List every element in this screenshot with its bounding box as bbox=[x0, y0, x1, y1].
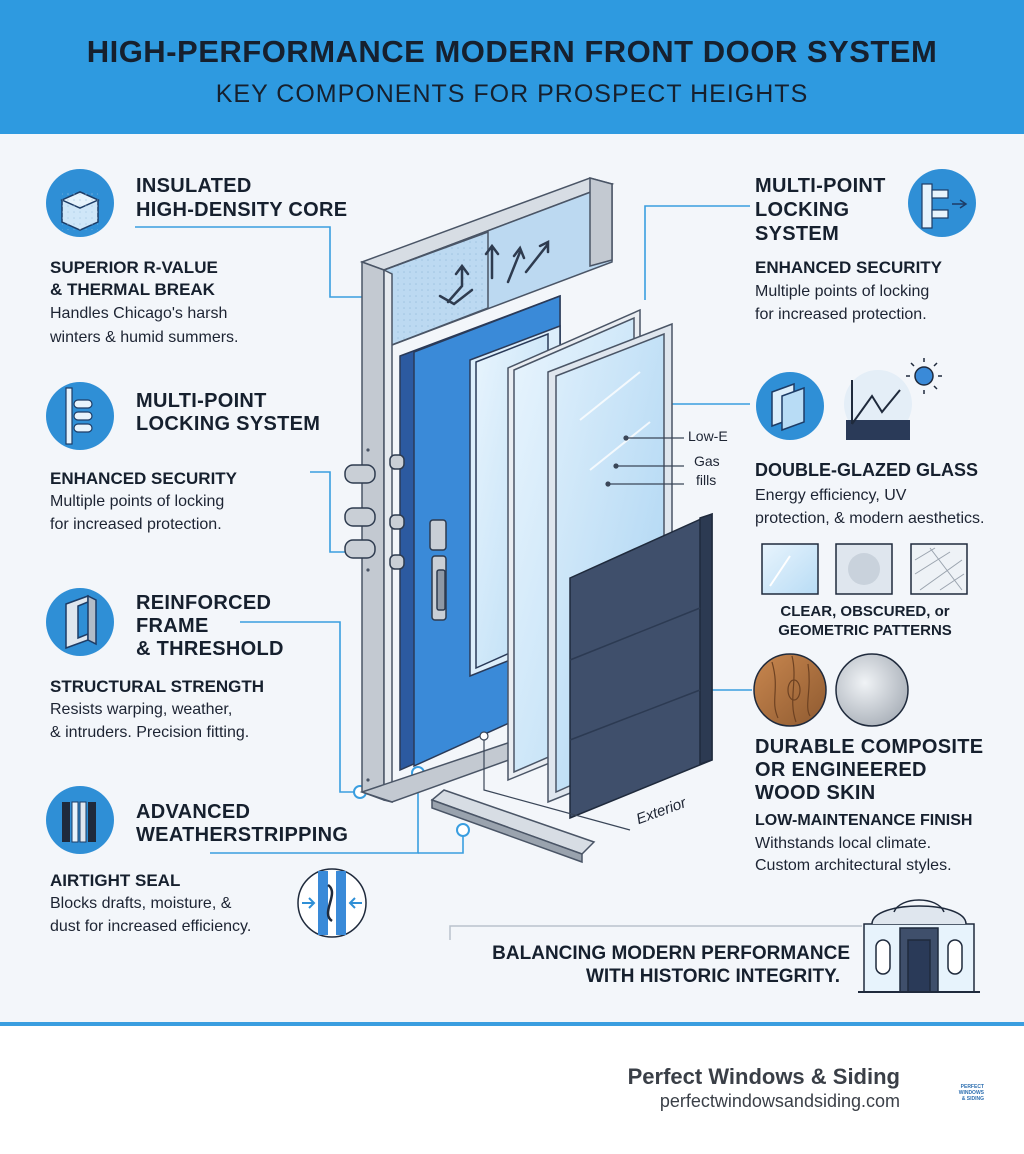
insulated-core-icon bbox=[46, 169, 114, 237]
tagline-line-1: BALANCING MODERN PERFORMANCE bbox=[492, 943, 850, 964]
obscured-glass-swatch bbox=[835, 543, 893, 595]
feature-subtitle-frame: STRUCTURAL STRENGTH bbox=[50, 677, 265, 696]
feature-desc-locking-2: for increased protection. bbox=[50, 516, 222, 533]
page-subtitle: KEY COMPONENTS FOR PROSPECT HEIGHTS bbox=[215, 80, 809, 108]
divider bbox=[0, 1022, 1024, 1026]
feature-title-skin-3: WOOD SKIN bbox=[755, 782, 876, 804]
page-title: HIGH-PERFORMANCE MODERN FRONT DOOR SYSTE… bbox=[86, 34, 938, 69]
tagline-line-2: WITH HISTORIC INTEGRITY. bbox=[585, 966, 840, 987]
historic-house-icon bbox=[858, 899, 980, 993]
metal-finish-swatch bbox=[835, 653, 909, 727]
glass-label-lowe: Low-E bbox=[688, 428, 728, 444]
feature-title-rlocking-3: SYSTEM bbox=[755, 223, 840, 245]
feature-desc-core-2: winters & humid summers. bbox=[50, 329, 239, 346]
feature-desc-locking-1: Multiple points of locking bbox=[50, 493, 225, 510]
feature-title-rlocking-2: LOCKING bbox=[755, 199, 850, 221]
feature-desc-rlocking-1: Multiple points of locking bbox=[755, 283, 930, 300]
glass-label-leaders bbox=[605, 435, 684, 487]
geometric-glass-swatch bbox=[910, 543, 968, 595]
double-glass-icon bbox=[756, 372, 824, 440]
feature-subtitle-rlocking: ENHANCED SECURITY bbox=[755, 258, 943, 277]
feature-subtitle-locking: ENHANCED SECURITY bbox=[50, 469, 238, 488]
feature-title-rlocking-1: MULTI-POINT bbox=[755, 175, 886, 197]
feature-desc-skin-1: Withstands local climate. bbox=[755, 835, 932, 852]
feature-title-locking-1: MULTI-POINT bbox=[136, 390, 267, 412]
feature-desc-weather-1: Blocks drafts, moisture, & bbox=[50, 895, 232, 912]
wood-grain-swatch bbox=[753, 653, 827, 727]
feature-title-skin-2: OR ENGINEERED bbox=[755, 759, 927, 781]
logo-line-3: & SIDING bbox=[961, 1096, 984, 1102]
logo-line-2: WINDOWS bbox=[958, 1090, 984, 1096]
clear-glass-swatch bbox=[761, 543, 819, 595]
footer-brand: Perfect Windows & Siding bbox=[627, 1064, 900, 1089]
locking-bolts bbox=[344, 454, 405, 570]
footer bbox=[0, 1026, 1024, 1154]
uv-sun-icon bbox=[844, 358, 942, 440]
threshold bbox=[430, 789, 596, 864]
feature-title-weather-1: ADVANCED bbox=[136, 801, 251, 823]
company-logo: PERFECT WINDOWS & SIDING bbox=[942, 1084, 984, 1102]
glass-patterns-line-2: GEOMETRIC PATTERNS bbox=[778, 622, 952, 639]
feature-title-core-1: INSULATED bbox=[136, 175, 252, 197]
locking-bolts-icon bbox=[46, 382, 114, 450]
feature-subtitle-core-1: SUPERIOR R-VALUE bbox=[50, 258, 218, 277]
feature-title-skin-1: DURABLE COMPOSITE bbox=[755, 736, 984, 758]
tagline-rule bbox=[449, 925, 862, 940]
header-banner: HIGH-PERFORMANCE MODERN FRONT DOOR SYSTE… bbox=[0, 0, 1024, 134]
feature-title-frame-2: FRAME bbox=[136, 615, 209, 637]
composite-skin bbox=[569, 512, 713, 820]
glass-label-fills: fills bbox=[696, 472, 717, 488]
feature-subtitle-weather: AIRTIGHT SEAL bbox=[50, 871, 181, 890]
feature-desc-core-1: Handles Chicago's harsh bbox=[50, 305, 228, 322]
glass-label-gas: Gas bbox=[694, 453, 720, 469]
door-handle bbox=[429, 519, 447, 621]
feature-desc-frame-1: Resists warping, weather, bbox=[50, 701, 233, 718]
feature-title-glass: DOUBLE-GLAZED GLASS bbox=[755, 460, 978, 480]
feature-desc-glass-2: protection, & modern aesthetics. bbox=[755, 510, 985, 527]
feature-subtitle-core-2: & THERMAL BREAK bbox=[50, 280, 215, 299]
feature-title-frame-1: REINFORCED bbox=[136, 592, 272, 614]
seal-detail-icon bbox=[297, 868, 367, 938]
airflow-arrows-icon bbox=[438, 239, 550, 306]
lock-mechanism-icon bbox=[908, 169, 976, 237]
feature-title-weather-2: WEATHERSTRIPPING bbox=[136, 824, 349, 846]
feature-desc-skin-2: Custom architectural styles. bbox=[755, 857, 952, 874]
logo-line-1: PERFECT bbox=[960, 1084, 984, 1090]
feature-desc-weather-2: dust for increased efficiency. bbox=[50, 918, 252, 935]
weatherstrip-icon bbox=[46, 786, 114, 854]
footer-url[interactable]: perfectwindowsandsiding.com bbox=[659, 1091, 900, 1111]
glass-patterns-line-1: CLEAR, OBSCURED, or bbox=[780, 603, 950, 620]
feature-desc-glass-1: Energy efficiency, UV bbox=[755, 487, 907, 504]
frame-beam-icon bbox=[46, 588, 114, 656]
feature-title-core-2: HIGH-DENSITY CORE bbox=[136, 199, 348, 221]
exterior-leader bbox=[479, 731, 631, 831]
feature-desc-rlocking-2: for increased protection. bbox=[755, 306, 927, 323]
feature-title-frame-3: & THRESHOLD bbox=[136, 638, 284, 660]
feature-subtitle-skin: LOW-MAINTENANCE FINISH bbox=[755, 812, 973, 829]
feature-desc-frame-2: & intruders. Precision fitting. bbox=[50, 724, 250, 741]
feature-title-locking-2: LOCKING SYSTEM bbox=[136, 413, 321, 435]
